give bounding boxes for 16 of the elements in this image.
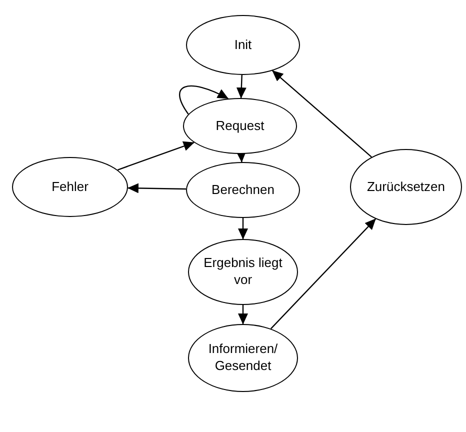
arrow	[127, 183, 186, 194]
state-label: Zurücksetzen	[366, 178, 446, 196]
arrow	[272, 70, 372, 158]
state-label: Fehler	[50, 178, 90, 196]
state-label: Informieren/ Gesendet	[207, 341, 279, 375]
state-label: Berechnen	[210, 182, 276, 198]
arrow	[236, 74, 246, 98]
arrow	[117, 141, 194, 170]
state-label: Ergebnis liegt vor	[202, 255, 284, 289]
state-label: Init	[233, 36, 253, 54]
arrow	[179, 85, 229, 114]
arrow	[236, 151, 246, 162]
arrow	[270, 218, 376, 330]
arrow	[238, 305, 248, 324]
state-label: Request	[214, 118, 266, 134]
arrow	[238, 218, 248, 240]
